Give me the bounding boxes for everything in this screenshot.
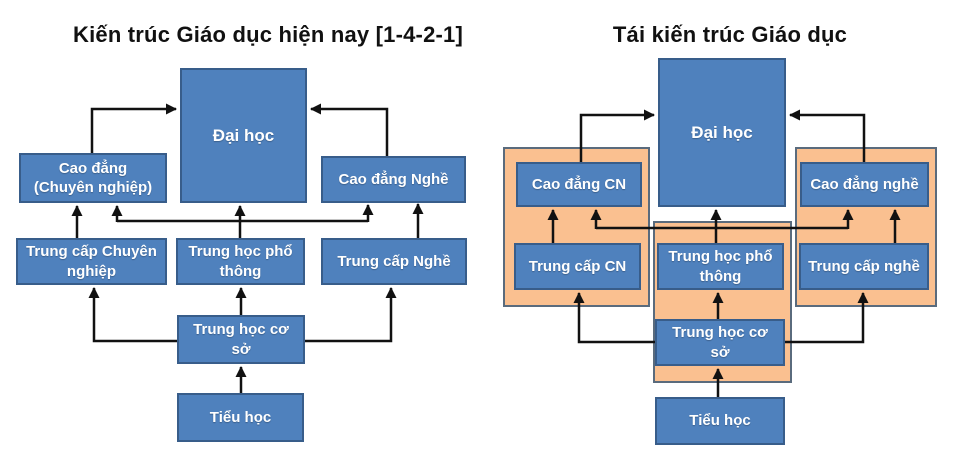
node-left-dai-hoc: Đại học: [180, 68, 307, 203]
node-label: Trung cấp Nghề: [337, 252, 451, 270]
node-right-cao-dang-nghe: Cao đẳng nghề: [800, 162, 929, 207]
diagram-title-restructured: Tái kiến trúc Giáo dục: [612, 22, 848, 47]
node-right-trung-cap-nghe: Trung cấp nghề: [799, 243, 929, 290]
node-left-trung-hoc-pho-thong: Trung học phổ thông: [176, 238, 305, 285]
node-right-trung-hoc-co-so: Trung học cơ sở: [655, 319, 785, 366]
node-right-trung-hoc-pho-thong: Trung học phổ thông: [657, 243, 784, 290]
node-label: Trung học phổ thông: [668, 248, 773, 285]
diagram-title-current: Kiến trúc Giáo dục hiện nay [1-4-2-1]: [72, 22, 464, 47]
node-label: Cao đẳng (Chuyên nghiệp): [33, 159, 153, 196]
node-left-tieu-hoc: Tiểu học: [177, 393, 304, 442]
node-label: Đại học: [691, 122, 753, 142]
node-right-cao-dang-cn: Cao đẳng CN: [516, 162, 642, 207]
node-label: Trung học phổ thông: [188, 243, 293, 280]
node-label: Cao đẳng CN: [531, 175, 627, 193]
node-left-cao-dang-chuyen-nghiep: Cao đẳng (Chuyên nghiệp): [19, 153, 167, 203]
node-label: Trung cấp Chuyên nghiệp: [26, 243, 157, 280]
node-label: Tiểu học: [209, 408, 272, 426]
node-label: Trung cấp nghề: [808, 257, 920, 275]
node-label: Cao đẳng nghề: [810, 175, 919, 193]
node-label: Trung học cơ sở: [193, 321, 289, 358]
node-label: Đại học: [212, 125, 275, 145]
node-left-trung-cap-chuyen-nghiep: Trung cấp Chuyên nghiệp: [16, 238, 167, 285]
node-right-trung-cap-cn: Trung cấp CN: [514, 243, 641, 290]
node-left-cao-dang-nghe: Cao đẳng Nghề: [321, 156, 466, 203]
node-right-tieu-hoc: Tiểu học: [655, 397, 785, 445]
node-label: Trung cấp CN: [528, 257, 627, 275]
node-label: Tiểu học: [689, 412, 751, 430]
node-label: Cao đẳng Nghề: [338, 170, 449, 188]
node-left-trung-hoc-co-so: Trung học cơ sở: [177, 315, 305, 364]
node-right-dai-hoc: Đại học: [658, 58, 786, 207]
node-label: Trung học cơ sở: [672, 324, 768, 361]
node-left-trung-cap-nghe: Trung cấp Nghề: [321, 238, 467, 285]
